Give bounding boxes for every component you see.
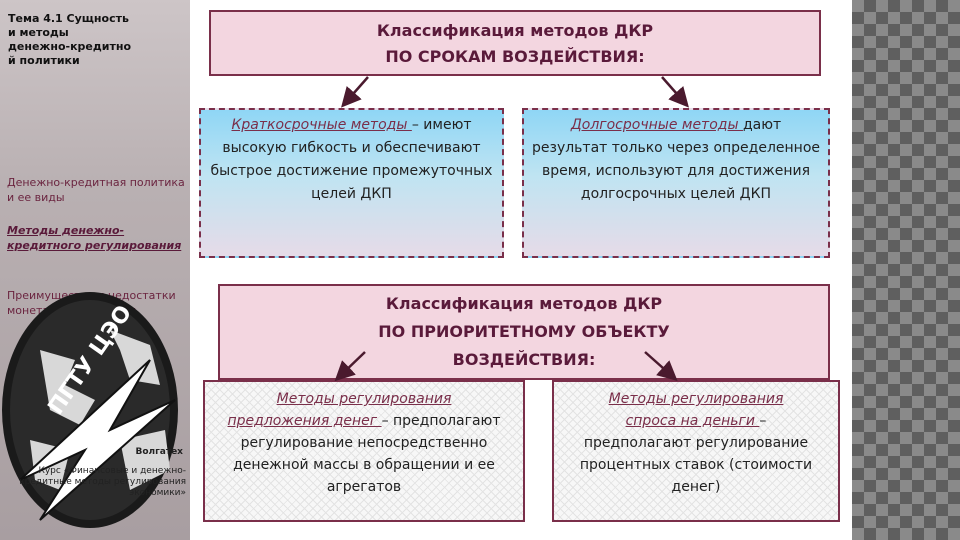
section1-title-line2: ПО СРОКАМ ВОЗДЕЙСТВИЯ: — [211, 44, 819, 70]
money-supply-methods-box: Методы регулирования предложения денег –… — [203, 380, 525, 522]
section2-title-line1: Классификация методов ДКР — [220, 290, 828, 318]
topic-title: Тема 4.1 Сущность и методы денежно-креди… — [8, 12, 133, 68]
arrow-to-short-term — [346, 77, 368, 102]
section2-title-line2: ПО ПРИОРИТЕТНОМУ ОБЪЕКТУ — [220, 318, 828, 346]
money-demand-methods-box: Методы регулирования спроса на деньги – … — [552, 380, 840, 522]
decorative-pattern — [852, 0, 960, 540]
money-demand-dash: – — [759, 413, 766, 429]
money-supply-term2: предложения денег — [228, 413, 382, 429]
sidebar: Тема 4.1 Сущность и методы денежно-креди… — [0, 0, 190, 540]
section2-header: Классификация методов ДКР ПО ПРИОРИТЕТНО… — [218, 284, 830, 380]
section2-title-line3: ВОЗДЕЙСТВИЯ: — [220, 346, 828, 374]
short-term-term: Краткосрочные методы — [231, 117, 411, 133]
sidebar-item-monetary-policy[interactable]: Денежно-кредитная политика и ее виды — [7, 175, 185, 205]
university-logo: ПГТУ ЦЭО — [0, 290, 190, 540]
money-demand-term1: Методы регулирования — [578, 388, 814, 410]
money-demand-text: предполагают регулирование процентных ст… — [580, 435, 812, 495]
long-term-term: Долгосрочные методы — [571, 117, 743, 133]
short-term-dash: – — [412, 117, 419, 133]
section1-title-line1: Классификация методов ДКР — [211, 18, 819, 44]
arrow-to-long-term — [662, 77, 684, 102]
short-term-methods-box: Краткосрочные методы – имеют высокую гиб… — [199, 108, 504, 258]
money-demand-term2: спроса на деньги — [626, 413, 760, 429]
section1-header: Классификация методов ДКР ПО СРОКАМ ВОЗД… — [209, 10, 821, 76]
money-supply-dash: – — [382, 413, 389, 429]
logo-caption-course: Курс «Финансовые и денежно-кредитные мет… — [14, 466, 186, 499]
money-supply-term1: Методы регулирования — [215, 388, 513, 410]
logo-caption-name: Волгатех — [95, 447, 183, 458]
long-term-methods-box: Долгосрочные методы дают результат тольк… — [522, 108, 830, 258]
sidebar-item-methods[interactable]: Методы денежно-кредитного регулирования — [7, 223, 185, 253]
